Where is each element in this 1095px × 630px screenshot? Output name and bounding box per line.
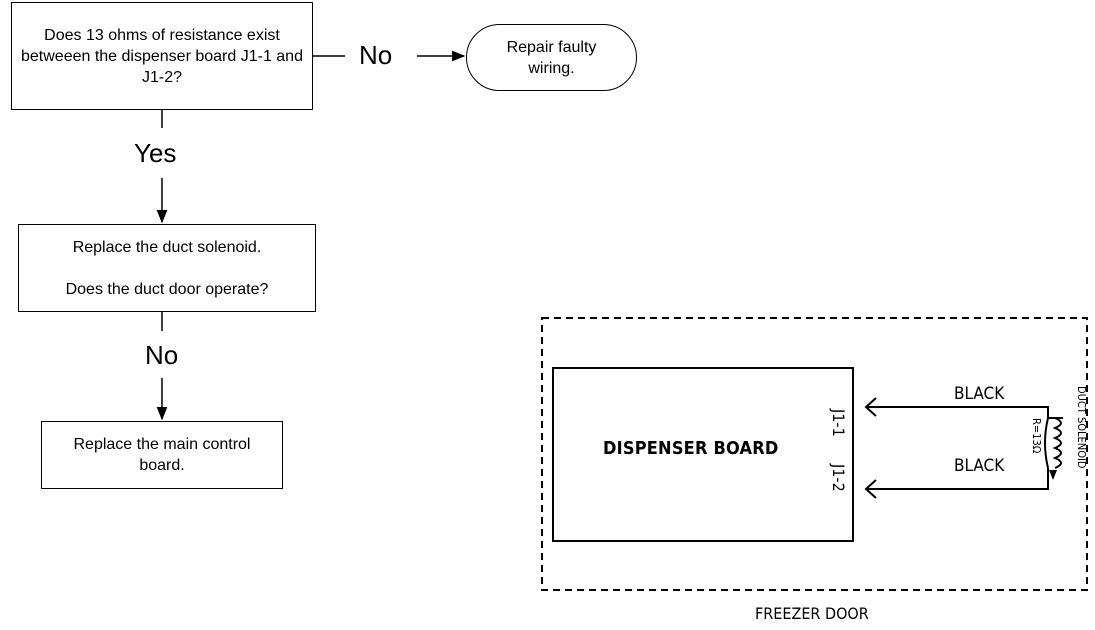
connector-j1-1: [864, 397, 877, 417]
no-label-1: No: [359, 40, 393, 70]
connector-j1-2: [864, 479, 877, 499]
wire-bottom: [866, 477, 1049, 490]
no-label-2: No: [145, 340, 179, 370]
dispenser-board-box: [552, 367, 854, 542]
replace-solenoid-box: Replace the duct solenoid. Does the duct…: [18, 224, 316, 312]
solenoid-plunger-icon: [1049, 470, 1057, 480]
yes-label: Yes: [134, 138, 177, 168]
question-box: Does 13 ohms of resistance exist betweee…: [11, 2, 313, 110]
wire-top-label: BLACK: [954, 384, 1005, 404]
replace-control-board-text: Replace the main control board.: [73, 436, 251, 474]
freezer-door-label: FREEZER DOOR: [755, 604, 869, 623]
duct-solenoid-label: DUCT SOLENOID: [1075, 386, 1088, 469]
replace-solenoid-text: Replace the duct solenoid.: [72, 238, 262, 256]
dispenser-board-label: DISPENSER BOARD: [603, 438, 779, 459]
pin-j1-2-label: J1-2: [829, 464, 848, 492]
wire-bottom-label: BLACK: [954, 456, 1005, 476]
repair-terminal: Repair faulty wiring.: [466, 24, 637, 91]
question-text: Does 13 ohms of resistance exist betweee…: [21, 26, 303, 86]
duct-door-question: Does the duct door operate?: [65, 280, 269, 298]
solenoid-coil-icon: [1044, 417, 1063, 477]
repair-text: Repair faulty wiring.: [506, 38, 597, 77]
wire-top: [866, 406, 1049, 418]
pin-j1-1-label: J1-1: [829, 409, 848, 437]
resistance-label: R=13Ω: [1030, 418, 1043, 454]
replace-control-board-box: Replace the main control board.: [41, 421, 283, 489]
